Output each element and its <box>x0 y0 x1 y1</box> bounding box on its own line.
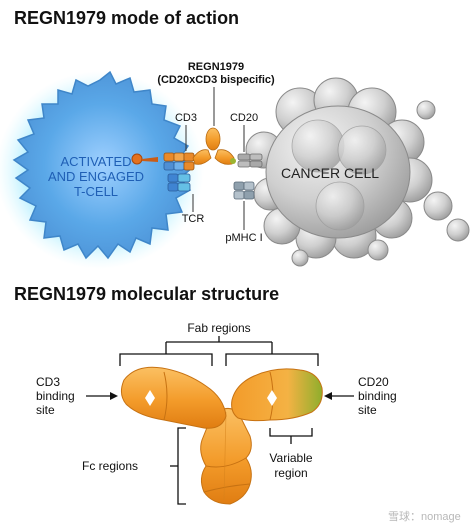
fab-regions-label: Fab regions <box>187 321 250 335</box>
cd3-receptor <box>163 152 195 171</box>
cd20-receptor <box>237 153 263 168</box>
fab-right-cd20 <box>231 368 323 422</box>
cd20-label: CD20 <box>230 112 258 124</box>
cd20-binding-site-label-1: CD20 <box>358 375 389 389</box>
bispecific-antibody-small <box>192 127 236 165</box>
drug-name-label: REGN1979 <box>188 61 244 73</box>
fc-region <box>200 407 252 505</box>
fab-left-hinge-mark <box>145 390 155 406</box>
tcr-receptor <box>167 173 191 192</box>
cd3-binding-arrow <box>86 392 118 400</box>
drug-subtitle-label: (CD20xCD3 bispecific) <box>157 74 275 86</box>
cd3-binding-site-label-2: binding <box>36 389 75 403</box>
fab-left-cd3 <box>120 366 227 429</box>
fab-regions-bracket <box>119 336 319 366</box>
t-cell: ACTIVATED AND ENGAGED T-CELL <box>0 70 204 269</box>
cancer-cell-label: CANCER CELL <box>281 165 379 181</box>
variable-region-bracket <box>269 428 313 444</box>
t-cell-label-3: T-CELL <box>74 184 118 199</box>
cd20-binding-arrow <box>324 392 354 400</box>
variable-region-label-2: region <box>274 466 307 480</box>
pmhc-molecule <box>233 181 255 200</box>
fab-right-hinge-mark <box>267 390 277 406</box>
t-cell-label-2: AND ENGAGED <box>48 169 144 184</box>
cd20-binding-site-label-3: site <box>358 403 377 417</box>
bispecific-antibody-large <box>120 366 323 505</box>
t-cell-label-1: ACTIVATED <box>60 154 131 169</box>
cancer-cell: CANCER CELL <box>245 77 470 267</box>
activation-signal-icon <box>131 153 143 165</box>
fc-regions-label: Fc regions <box>82 459 138 473</box>
cd3-binding-site-label-1: CD3 <box>36 375 60 389</box>
tcr-label: TCR <box>182 213 205 225</box>
cd20-binding-site-label-2: binding <box>358 389 397 403</box>
pmhc-label: pMHC I <box>225 232 262 244</box>
cd3-label: CD3 <box>175 112 197 124</box>
fc-regions-bracket <box>170 427 186 505</box>
mode-of-action-heading: REGN1979 mode of action <box>14 8 240 28</box>
cd3-binding-site-label-3: site <box>36 403 55 417</box>
variable-region-label-1: Variable <box>269 451 312 465</box>
molecular-structure-heading: REGN1979 molecular structure <box>14 284 280 304</box>
watermark: 雪球：nomage <box>388 511 461 523</box>
t-cell-body <box>12 70 194 260</box>
